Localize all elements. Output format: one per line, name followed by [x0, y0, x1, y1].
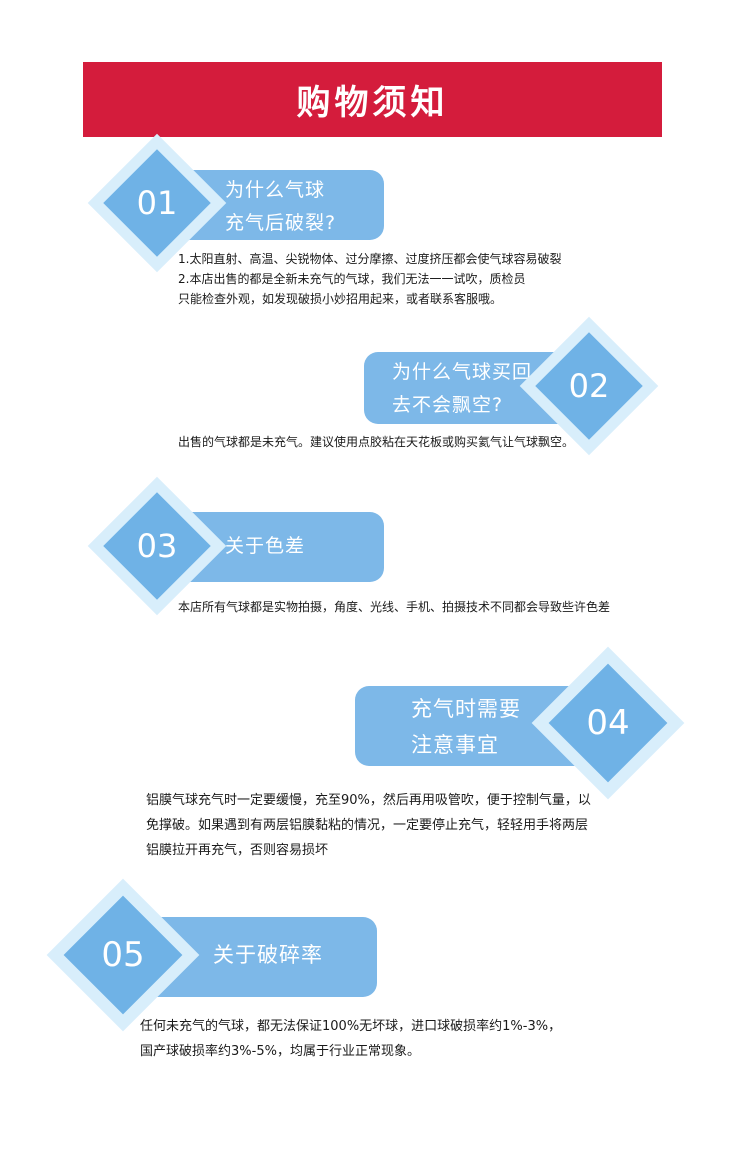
section-1-number: 01	[136, 184, 178, 222]
section-4-body-line-3: 铝膜拉开再充气，否则容易损坏	[146, 843, 329, 858]
section-2-body-line-1: 出售的气球都是未充气。建议使用点胶粘在天花板或购买氦气让气球飘空。	[178, 435, 575, 449]
section-1-body-line-3: 只能检查外观，如发现破损小妙招用起来，或者联系客服哦。	[178, 292, 503, 306]
section-4-heading-line-1: 充气时需要	[411, 697, 521, 721]
section-1-body-line-1: 1.太阳直射、高温、尖锐物体、过分摩擦、过度挤压都会使气球容易破裂	[178, 252, 562, 266]
section-3-number: 03	[136, 527, 178, 565]
section-3-body-line-1: 本店所有气球都是实物拍摄，角度、光线、手机、拍摄技术不同都会导致些许色差	[178, 600, 611, 614]
section-5-heading-line-1: 关于破碎率	[213, 943, 323, 967]
section-1-body: 1.太阳直射、高温、尖锐物体、过分摩擦、过度挤压都会使气球容易破裂 2.本店出售…	[178, 249, 561, 309]
section-4-heading-line-2: 注意事宜	[411, 733, 499, 757]
section-1-heading-line-2: 充气后破裂?	[225, 212, 337, 234]
section-5-number: 05	[101, 935, 145, 975]
section-1-heading-line-1: 为什么气球	[225, 179, 326, 201]
section-2-body: 出售的气球都是未充气。建议使用点胶粘在天花板或购买氦气让气球飘空。	[178, 432, 574, 452]
section-5-body: 任何未充气的气球，都无法保证100%无坏球，进口球破损率约1%-3%， 国产球破…	[140, 1014, 561, 1064]
section-2-heading-line-2: 去不会飘空?	[392, 394, 504, 416]
header-banner: 购物须知	[83, 62, 662, 137]
section-3-heading-line-1: 关于色差	[225, 535, 306, 557]
section-1-body-line-2: 2.本店出售的都是全新未充气的气球，我们无法一一试吹，质检员	[178, 272, 526, 286]
section-4-number: 04	[586, 703, 630, 743]
section-2-heading-line-1: 为什么气球买回	[392, 361, 533, 383]
section-5-body-line-2: 国产球破损率约3%-5%，均属于行业正常现象。	[140, 1044, 420, 1059]
section-5-body-line-1: 任何未充气的气球，都无法保证100%无坏球，进口球破损率约1%-3%，	[140, 1019, 562, 1034]
page-title: 购物须知	[296, 83, 449, 123]
section-4-body: 铝膜气球充气时一定要缓慢，充至90%，然后再用吸管吹，便于控制气量，以 免撑破。…	[146, 788, 591, 863]
section-4-body-line-2: 免撑破。如果遇到有两层铝膜黏粘的情况，一定要停止充气，轻轻用手将两层	[146, 818, 589, 833]
section-4-body-line-1: 铝膜气球充气时一定要缓慢，充至90%，然后再用吸管吹，便于控制气量，以	[146, 793, 591, 808]
section-2-number: 02	[568, 367, 610, 405]
section-3-body: 本店所有气球都是实物拍摄，角度、光线、手机、拍摄技术不同都会导致些许色差	[178, 597, 610, 617]
